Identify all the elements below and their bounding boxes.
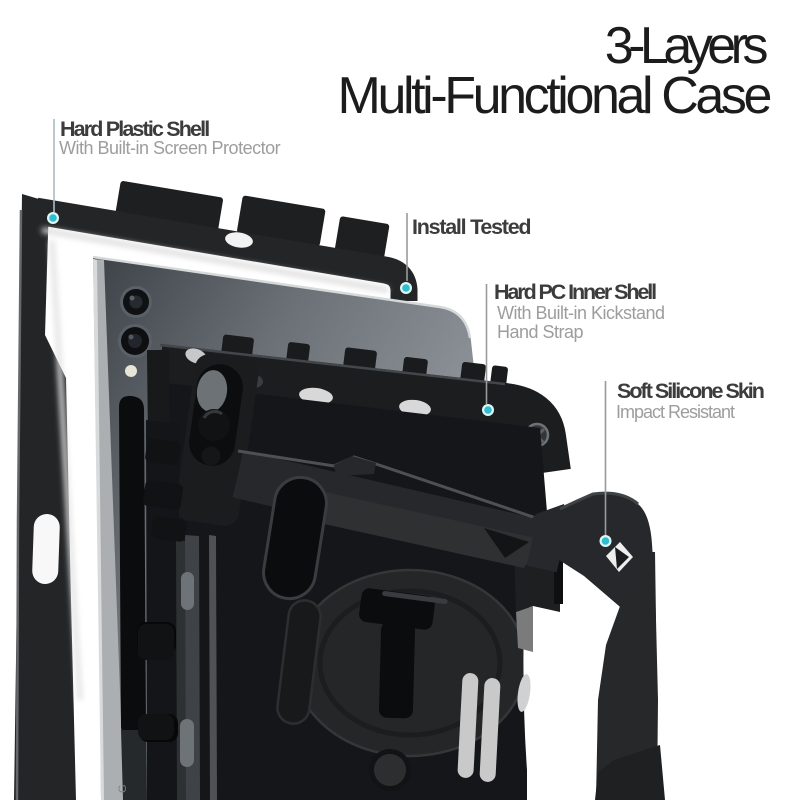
svg-text:G: G <box>117 784 129 793</box>
